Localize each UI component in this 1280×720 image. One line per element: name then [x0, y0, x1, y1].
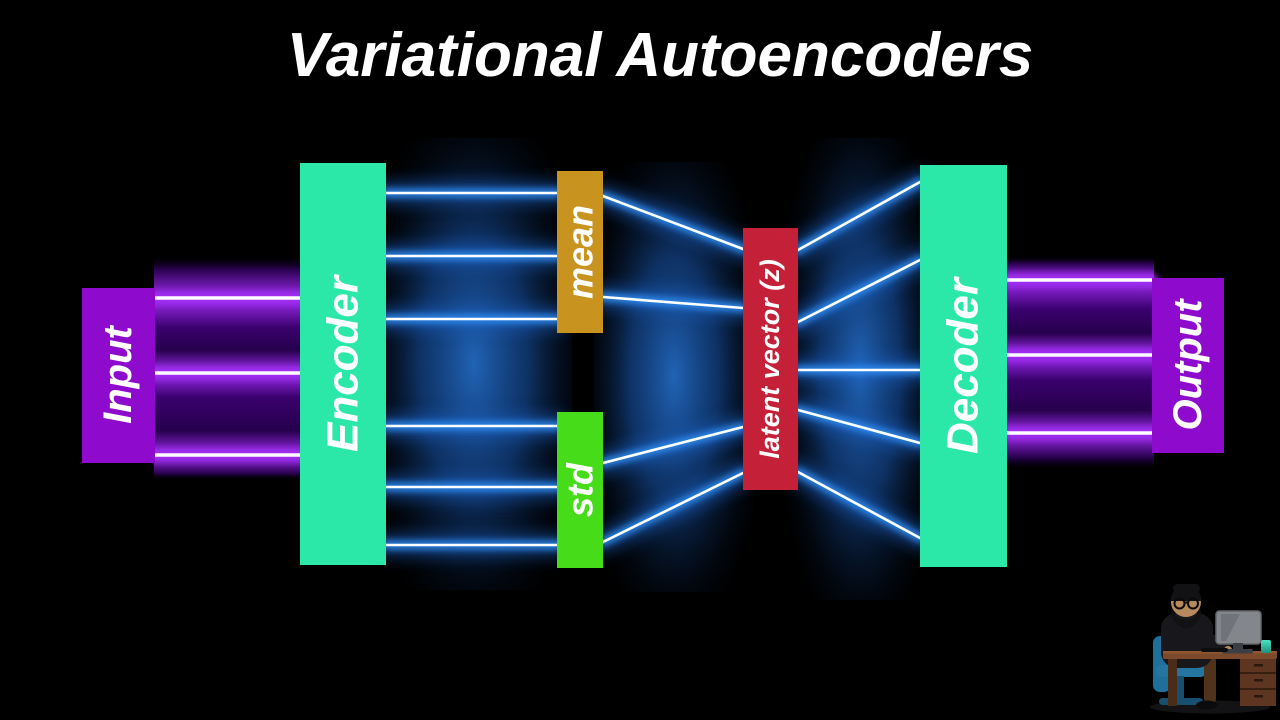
purple-lines-core: [154, 278, 1154, 457]
monitor-base: [1222, 649, 1253, 654]
drawer-handle: [1254, 664, 1263, 667]
connection-line: [796, 470, 922, 540]
blue-lines-core: [384, 180, 922, 547]
encoder-block: [300, 163, 386, 565]
connection-line: [796, 258, 922, 324]
connection-line: [601, 425, 745, 465]
person-hair-top: [1173, 584, 1200, 593]
output-label: Output: [1166, 298, 1210, 431]
person-at-desk-illustration: [1150, 584, 1277, 714]
drawer-handle: [1254, 695, 1263, 698]
diagram-blocks: [82, 163, 1224, 568]
encoder-label: Encoder: [319, 273, 368, 452]
keyboard: [1201, 648, 1228, 652]
person-leg: [1204, 656, 1216, 704]
latent-vector-block: [743, 228, 798, 490]
latent-vector-label: latent vector (z): [755, 259, 785, 459]
connection-line: [796, 408, 922, 445]
input-block: [82, 288, 155, 463]
std-block: [557, 412, 603, 568]
mean-block: [557, 171, 603, 333]
person-shoe: [1196, 700, 1218, 710]
monitor-stand: [1233, 643, 1243, 652]
drawer-handle: [1254, 679, 1263, 682]
input-label: Input: [96, 324, 140, 423]
connection-line: [601, 194, 745, 251]
std-label: std: [560, 462, 601, 517]
connection-line: [601, 471, 745, 544]
monitor: [1215, 610, 1262, 654]
decoder-block: [920, 165, 1007, 567]
page-title: Variational Autoencoders: [287, 21, 1033, 90]
connection-line: [796, 180, 922, 252]
desk-leg: [1168, 658, 1177, 706]
wash-encoder-to-meanstd: [376, 138, 572, 590]
output-block: [1152, 278, 1224, 453]
person-beard: [1171, 606, 1201, 628]
diagram-labels: Input Encoder mean std latent vector (z)…: [96, 205, 1210, 517]
cup: [1261, 640, 1271, 653]
mean-label: mean: [560, 205, 601, 299]
connection-line: [601, 295, 745, 310]
decoder-label: Decoder: [939, 275, 988, 454]
